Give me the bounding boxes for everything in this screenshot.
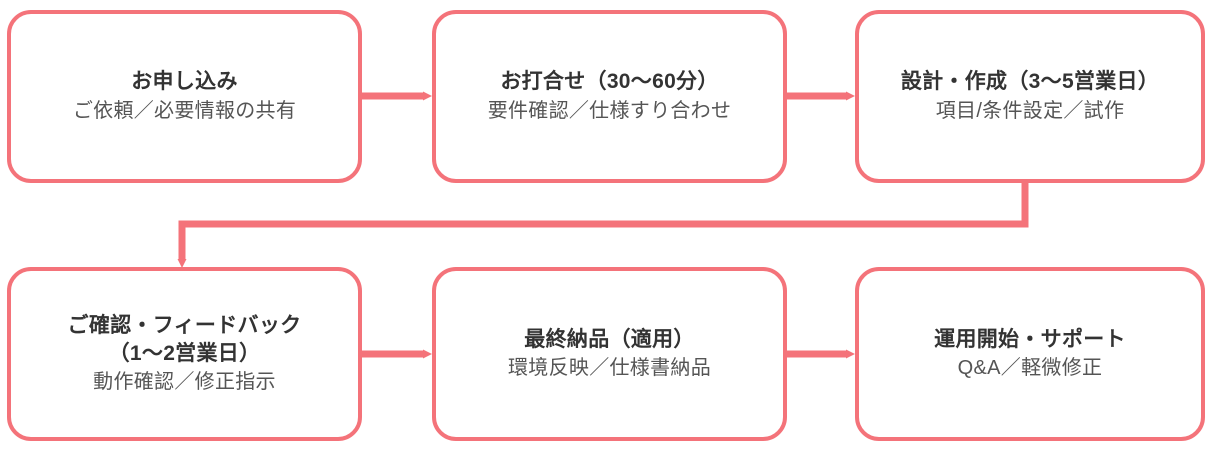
flow-step-title: 設計・作成（3〜5営業日） — [900, 70, 1160, 94]
flow-step-subtitle: ご依頼／必要情報の共有 — [72, 99, 297, 122]
flow-step-title: ご確認・フィードバック （1〜2営業日） — [67, 313, 302, 365]
flow-step-design-build[interactable]: 設計・作成（3〜5営業日） 項目/条件設定／試作 — [855, 10, 1205, 183]
flow-step-subtitle: 環境反映／仕様書納品 — [508, 357, 711, 380]
flow-step-final-delivery[interactable]: 最終納品（適用） 環境反映／仕様書納品 — [432, 267, 787, 441]
flow-step-title: 最終納品（適用） — [524, 327, 695, 351]
flow-step-title: 運用開始・サポート — [934, 327, 1126, 351]
flow-step-application[interactable]: お申し込み ご依頼／必要情報の共有 — [7, 10, 362, 183]
flow-step-subtitle: 要件確認／仕様すり合わせ — [487, 99, 732, 122]
flow-step-title: お申し込み — [131, 70, 238, 94]
flow-step-subtitle: Q&A／軽微修正 — [957, 357, 1103, 380]
flow-step-review-feedback[interactable]: ご確認・フィードバック （1〜2営業日） 動作確認／修正指示 — [7, 267, 362, 441]
flow-step-operation-support[interactable]: 運用開始・サポート Q&A／軽微修正 — [855, 267, 1205, 441]
flow-step-subtitle: 動作確認／修正指示 — [93, 371, 276, 394]
flow-step-subtitle: 項目/条件設定／試作 — [935, 99, 1125, 122]
flow-step-title: お打合せ（30〜60分） — [500, 70, 719, 94]
flow-step-meeting[interactable]: お打合せ（30〜60分） 要件確認／仕様すり合わせ — [432, 10, 787, 183]
connector-3-to-4 — [177, 183, 1029, 268]
